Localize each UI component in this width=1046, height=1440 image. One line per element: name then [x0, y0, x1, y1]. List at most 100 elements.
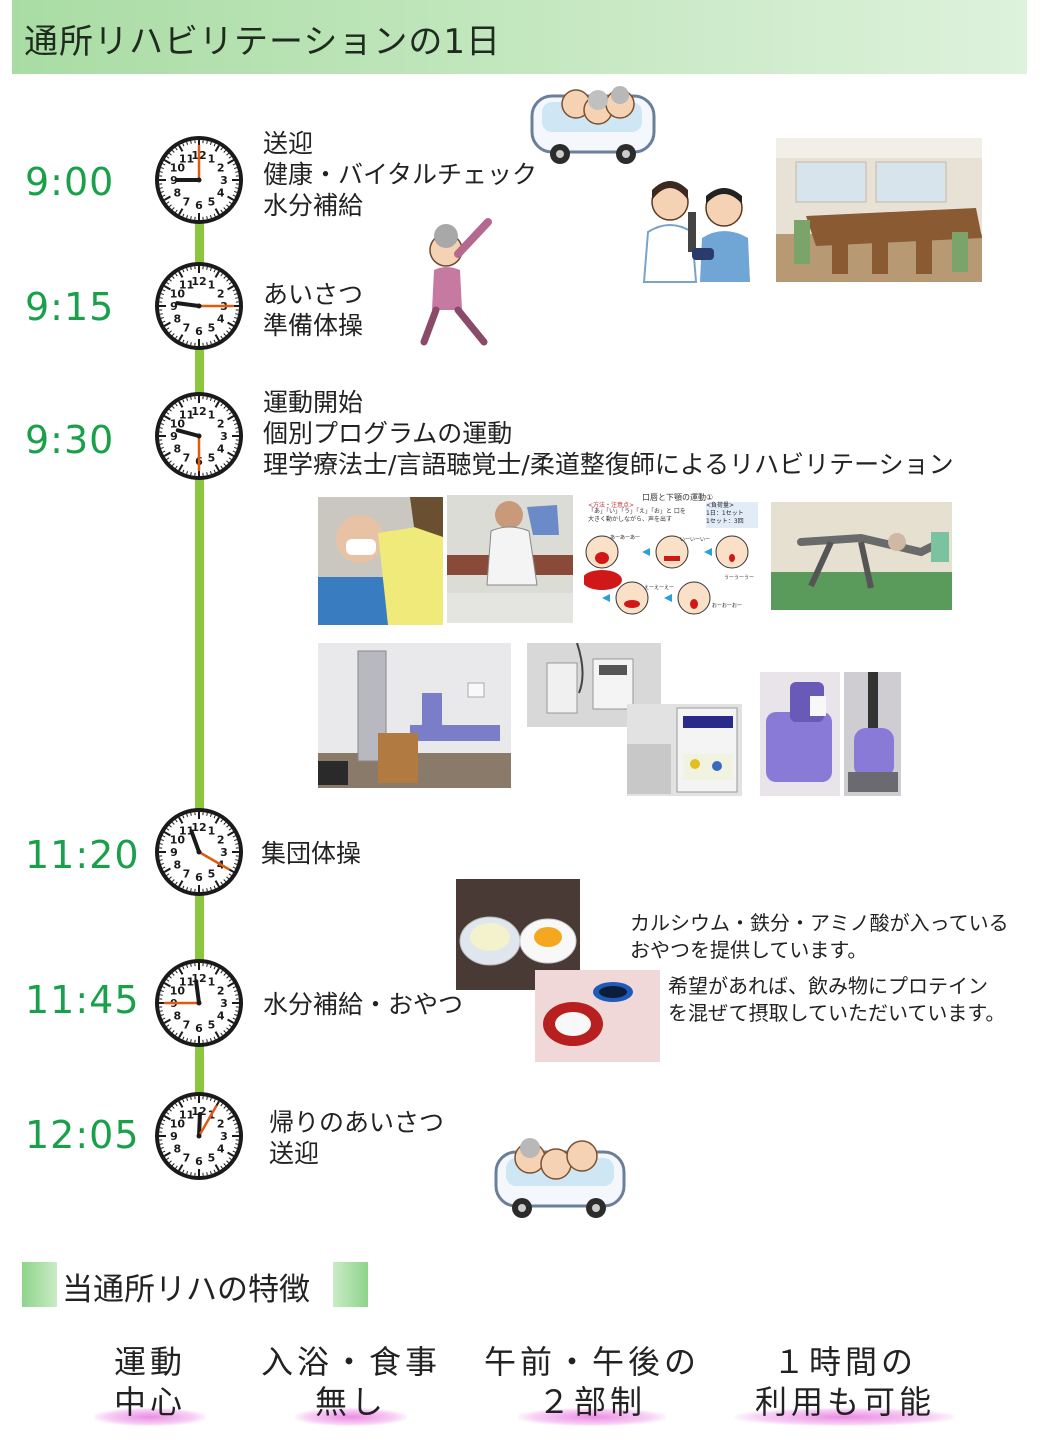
leg-press-image	[318, 643, 511, 788]
time-0915: 9:15	[25, 285, 115, 329]
svg-text:2: 2	[217, 1118, 225, 1131]
svg-text:12: 12	[191, 405, 206, 418]
svg-text:7: 7	[183, 1019, 191, 1032]
svg-text:9: 9	[170, 1130, 178, 1143]
svg-text:11: 11	[179, 152, 194, 165]
leg-press-machine-photo	[318, 643, 511, 788]
svg-text:5: 5	[208, 196, 216, 209]
svg-text:7: 7	[183, 868, 191, 881]
therapist-image	[318, 497, 443, 625]
svg-text:8: 8	[174, 443, 182, 456]
balance-exercise-photo	[771, 502, 952, 610]
stimulator-panel-photo	[627, 704, 742, 796]
desc-line: 送迎	[269, 1139, 320, 1168]
heading-accent-left	[22, 1262, 57, 1307]
time-1205: 12:05	[25, 1113, 140, 1157]
time-0900: 9:00	[25, 160, 115, 204]
svg-text:5: 5	[208, 868, 216, 881]
time-0930: 9:30	[25, 418, 115, 462]
svg-text:10: 10	[170, 985, 186, 998]
svg-text:4: 4	[217, 313, 225, 326]
svg-text:12: 12	[191, 1105, 206, 1118]
feature-line1: １時間の	[772, 1343, 917, 1381]
svg-text:6: 6	[195, 871, 203, 884]
sheet-subtitle: <方法・注意点>	[588, 502, 635, 509]
svg-text:3: 3	[220, 1130, 228, 1143]
svg-text:7: 7	[183, 452, 191, 465]
nurse-bp-illustration	[642, 181, 750, 283]
therapist-photo	[318, 497, 443, 625]
sheet-frequency-box: <負荷量> 1日：1セット 1セット：3回	[706, 502, 758, 528]
desc-line: 集団体操	[261, 839, 362, 868]
bus-return-illustration	[494, 1138, 626, 1218]
svg-text:8: 8	[174, 1010, 182, 1023]
desc-line: 理学療法士/言語聴覚士/柔道整復師によるリハビリテーション	[263, 450, 954, 479]
mouth-faces-diagram	[584, 535, 749, 615]
snack-note-1-line: カルシウム・鉄分・アミノ酸が入っている	[630, 911, 1009, 935]
feature-line1: 午前・午後の	[483, 1343, 700, 1381]
snack-note-2-line: 希望があれば、飲み物にプロテイン	[668, 974, 988, 998]
svg-text:7: 7	[183, 322, 191, 335]
svg-text:4: 4	[217, 443, 225, 456]
sheet-frequency-1: 1日：1セット	[706, 510, 744, 517]
dining-room-photo	[776, 138, 982, 282]
heading-accent-right	[333, 1262, 368, 1307]
stretching-woman-illustration	[420, 218, 492, 346]
feature-one-hour: １時間の 利用も可能	[734, 1342, 956, 1426]
svg-text:8: 8	[174, 1143, 182, 1156]
features-title: 当通所リハの特徴	[62, 1272, 310, 1308]
svg-text:2: 2	[217, 288, 225, 301]
svg-text:11: 11	[179, 278, 194, 291]
svg-text:8: 8	[174, 859, 182, 872]
svg-text:1: 1	[208, 408, 216, 421]
svg-text:7: 7	[183, 1152, 191, 1165]
svg-text:5: 5	[208, 1019, 216, 1032]
desc-line: あいさつ	[263, 280, 364, 309]
feature-line2: ２部制	[517, 1383, 667, 1426]
features-heading: 当通所リハの特徴	[22, 1262, 368, 1308]
svg-text:10: 10	[170, 162, 186, 175]
desc-line: 水分補給・おやつ	[263, 990, 464, 1019]
svg-text:8: 8	[174, 313, 182, 326]
svg-text:1: 1	[208, 152, 216, 165]
snack-note-2: 希望があれば、飲み物にプロテイン を混ぜて摂取していただいています。	[668, 973, 1005, 1027]
bubble-o: おーおーおー	[712, 603, 743, 609]
svg-text:9: 9	[170, 430, 178, 443]
therapy-bed-image	[447, 495, 573, 623]
svg-text:6: 6	[195, 325, 203, 338]
balance-exercise-image	[771, 502, 952, 610]
desc-0915: あいさつ 準備体操	[263, 279, 363, 341]
desc-line: 水分補給	[263, 191, 364, 220]
svg-text:12: 12	[191, 821, 206, 834]
time-1145: 11:45	[25, 978, 140, 1022]
therapy-bed-photo	[447, 495, 573, 623]
svg-text:10: 10	[170, 418, 186, 431]
svg-text:2: 2	[217, 985, 225, 998]
mouth-exercise-sheet: 口唇と下顎の運動① <方法・注意点> 「あ」「い」「う」「え」「お」と 口を大き…	[584, 492, 766, 624]
desc-0900: 送迎 健康・バイタルチェック 水分補給	[263, 128, 537, 221]
svg-text:6: 6	[195, 199, 203, 212]
massage-chair-photo	[760, 672, 840, 796]
protein-drink-image	[535, 970, 660, 1062]
desc-1145: 水分補給・おやつ	[263, 989, 463, 1020]
timeline-line	[195, 220, 204, 1120]
page-title: 通所リハビリテーションの1日	[24, 22, 501, 62]
desc-line: 送迎	[263, 129, 314, 158]
feature-no-bath-meal: 入浴・食事 無し	[258, 1342, 444, 1426]
svg-text:4: 4	[217, 1143, 225, 1156]
svg-text:12: 12	[191, 972, 206, 985]
feature-line2: 利用も可能	[734, 1383, 956, 1426]
svg-text:5: 5	[208, 322, 216, 335]
svg-text:4: 4	[217, 1010, 225, 1023]
massage-chair-image	[760, 672, 840, 796]
svg-text:3: 3	[220, 430, 228, 443]
svg-text:9: 9	[170, 846, 178, 859]
svg-text:8: 8	[174, 187, 182, 200]
svg-text:6: 6	[195, 1155, 203, 1168]
bubble-u: うーうーうー	[724, 575, 755, 581]
snack-note-2-line: を混ぜて摂取していただいています。	[668, 1001, 1006, 1025]
